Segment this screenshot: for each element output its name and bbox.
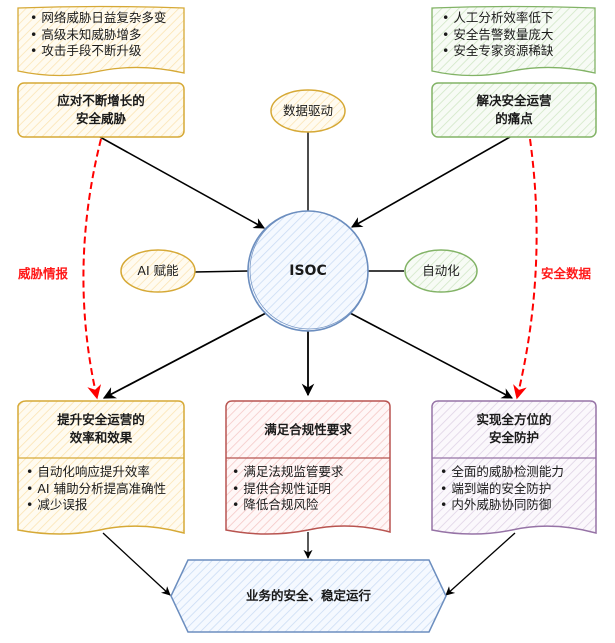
box-protection[interactable] [431, 400, 597, 535]
node-outcome[interactable] [170, 559, 447, 633]
dashed-arrow-security-data [513, 138, 538, 400]
note-threats[interactable] [17, 5, 185, 77]
arrow-isoc-to-efficiency [102, 312, 267, 399]
link-ai-isoc [193, 270, 249, 273]
arrow-painpoints-to-isoc [351, 136, 511, 228]
label-threat-intel: 威胁情报 [18, 266, 69, 281]
label-security-data: 安全数据 [541, 266, 592, 281]
arrow-isoc-to-protection [349, 312, 513, 399]
arrow-protection-to-outcome [445, 532, 516, 596]
bubble-data-driven[interactable] [270, 89, 346, 133]
box-painpoints[interactable] [431, 82, 597, 138]
node-isoc[interactable] [247, 210, 369, 332]
box-compliance[interactable] [225, 400, 391, 535]
arrow-efficiency-to-outcome [102, 532, 171, 596]
bubble-automation[interactable] [404, 249, 478, 293]
bubble-ai[interactable] [120, 249, 196, 293]
note-painpoints[interactable] [431, 5, 596, 77]
node-isoc-sketch-outline [249, 210, 369, 330]
dashed-arrow-threat-intel [82, 138, 102, 400]
box-growing-threats[interactable] [17, 82, 185, 138]
box-efficiency[interactable] [17, 400, 185, 535]
arrow-threats-to-isoc [99, 136, 265, 229]
